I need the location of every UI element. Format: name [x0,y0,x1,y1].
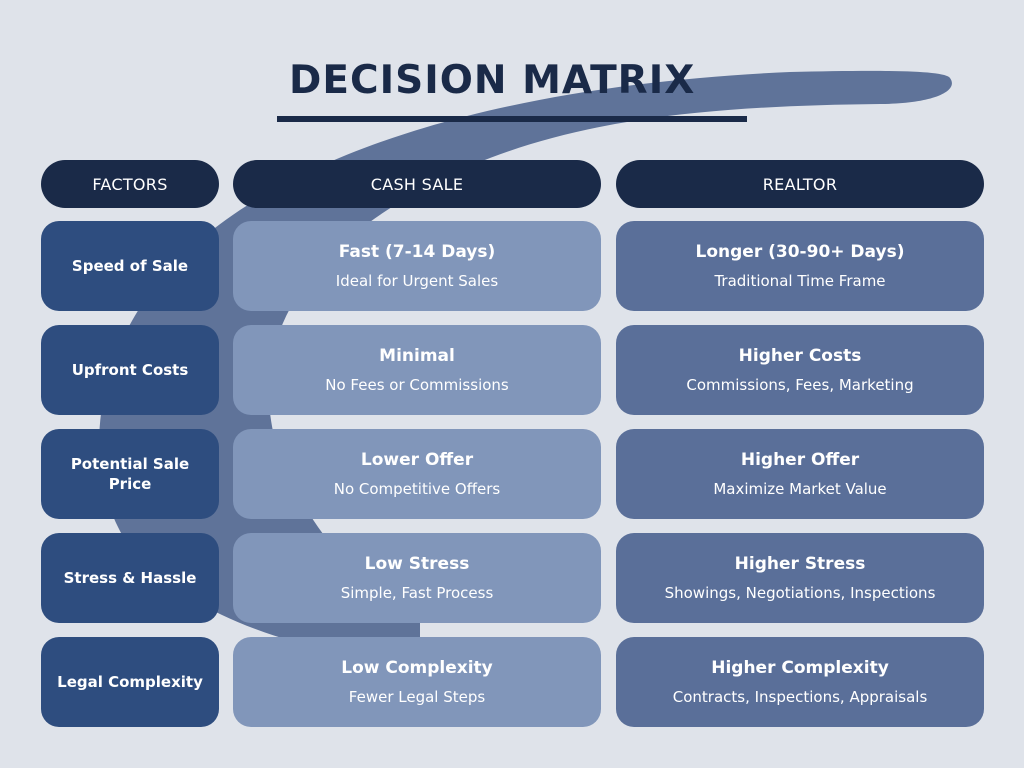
realtor-main-text: Higher Costs [738,346,862,366]
cash-sub-text: No Fees or Commissions [325,376,509,394]
realtor-sub-text: Contracts, Inspections, Appraisals [672,688,928,706]
cash-cell-costs: Minimal No Fees or Commissions [233,325,601,415]
realtor-cell-legal: Higher Complexity Contracts, Inspections… [616,637,984,727]
realtor-sub-text: Showings, Negotiations, Inspections [664,584,936,602]
header-cash-sale: CASH SALE [233,160,601,208]
cash-main-text: Low Stress [364,554,470,574]
realtor-cell-price: Higher Offer Maximize Market Value [616,429,984,519]
realtor-main-text: Longer (30-90+ Days) [695,242,905,262]
realtor-cell-costs: Higher Costs Commissions, Fees, Marketin… [616,325,984,415]
realtor-sub-text: Traditional Time Frame [714,272,886,290]
realtor-sub-text: Maximize Market Value [713,480,887,498]
cash-sub-text: Ideal for Urgent Sales [335,272,499,290]
factor-stress-hassle: Stress & Hassle [41,533,219,623]
title-underline [277,116,747,122]
page-title: DECISION MATRIX [289,58,696,103]
cash-cell-speed: Fast (7-14 Days) Ideal for Urgent Sales [233,221,601,311]
cash-cell-legal: Low Complexity Fewer Legal Steps [233,637,601,727]
realtor-sub-text: Commissions, Fees, Marketing [686,376,914,394]
cash-cell-price: Lower Offer No Competitive Offers [233,429,601,519]
cash-sub-text: No Competitive Offers [333,480,501,498]
header-realtor: REALTOR [616,160,984,208]
cash-main-text: Low Complexity [341,658,493,678]
realtor-cell-speed: Longer (30-90+ Days) Traditional Time Fr… [616,221,984,311]
cash-sub-text: Fewer Legal Steps [348,688,486,706]
realtor-main-text: Higher Offer [740,450,860,470]
cash-main-text: Lower Offer [360,450,474,470]
realtor-main-text: Higher Stress [734,554,866,574]
factor-speed-of-sale: Speed of Sale [41,221,219,311]
cash-main-text: Fast (7-14 Days) [338,242,496,262]
factor-legal-complexity: Legal Complexity [41,637,219,727]
factor-potential-sale-price: Potential Sale Price [41,429,219,519]
cash-cell-stress: Low Stress Simple, Fast Process [233,533,601,623]
header-factors: FACTORS [41,160,219,208]
realtor-cell-stress: Higher Stress Showings, Negotiations, In… [616,533,984,623]
cash-main-text: Minimal [379,346,455,366]
factor-upfront-costs: Upfront Costs [41,325,219,415]
realtor-main-text: Higher Complexity [711,658,889,678]
cash-sub-text: Simple, Fast Process [340,584,494,602]
